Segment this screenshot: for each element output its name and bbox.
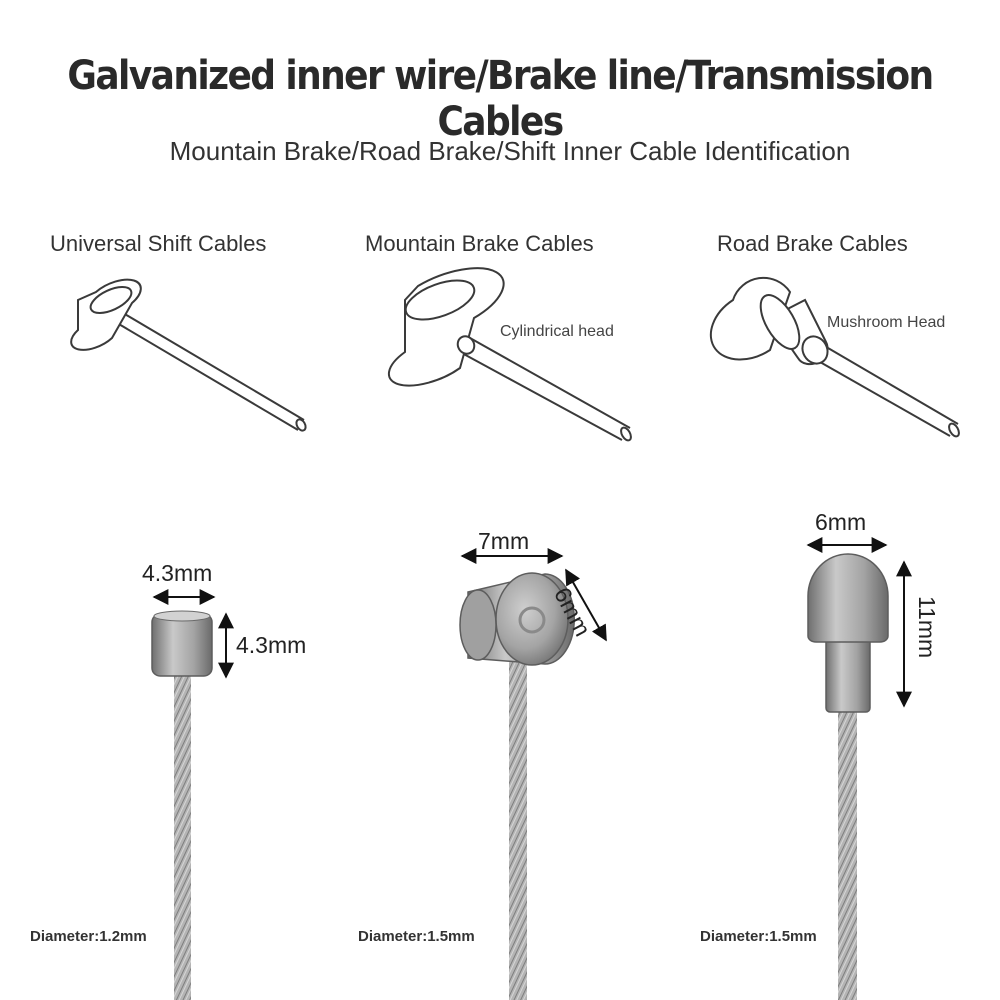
- mountain-diameter-label: Diameter:1.5mm: [358, 928, 475, 945]
- mountain-cable-photo: [459, 572, 575, 1000]
- road-diameter-label: Diameter:1.5mm: [700, 928, 817, 945]
- road-height-label: 11mm: [914, 596, 940, 659]
- mountain-width-label: 7mm: [478, 528, 530, 554]
- road-cable-photo: [807, 553, 889, 1000]
- shift-height-label: 4.3mm: [236, 632, 307, 658]
- mountain-cable-line-art: [387, 267, 632, 442]
- shift-cable-photo: [151, 610, 213, 1000]
- dimension-arrows: [152, 537, 912, 708]
- column-title-road: Road Brake Cables: [717, 231, 908, 256]
- page-subtitle: Mountain Brake/Road Brake/Shift Inner Ca…: [169, 136, 851, 166]
- road-cable-line-art: [709, 276, 960, 438]
- road-head-label: Mushroom Head: [827, 314, 946, 331]
- column-title-shift: Universal Shift Cables: [50, 231, 267, 256]
- mountain-head-label: Cylindrical head: [500, 323, 614, 340]
- column-title-mountain: Mountain Brake Cables: [365, 231, 594, 256]
- shift-cable-line-art: [70, 278, 307, 432]
- shift-diameter-label: Diameter:1.2mm: [30, 928, 147, 945]
- road-width-label: 6mm: [815, 509, 867, 535]
- page-title: Galvanized inner wire/Brake line/Transmi…: [67, 53, 934, 145]
- shift-width-label: 4.3mm: [142, 560, 213, 586]
